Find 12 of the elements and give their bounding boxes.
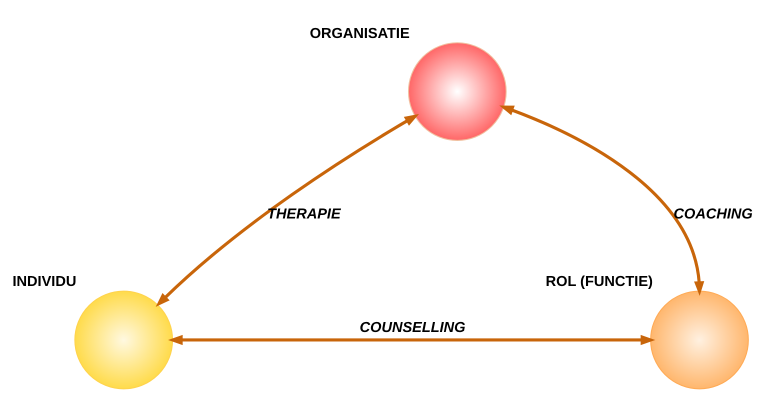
node-circle (74, 290, 174, 390)
edge-label: COUNSELLING (360, 320, 466, 336)
node-label: ORGANISATIE (310, 26, 410, 42)
edge-label: THERAPIE (267, 206, 341, 223)
edge-label: COACHING (674, 206, 753, 223)
arrow (168, 334, 656, 346)
node-circle (650, 290, 749, 390)
node-label: INDIVIDU (12, 274, 76, 290)
node-label: ROL (FUNCTIE) (546, 274, 653, 290)
arrow (499, 105, 704, 296)
arrow (156, 114, 419, 307)
node-circle (408, 42, 507, 141)
